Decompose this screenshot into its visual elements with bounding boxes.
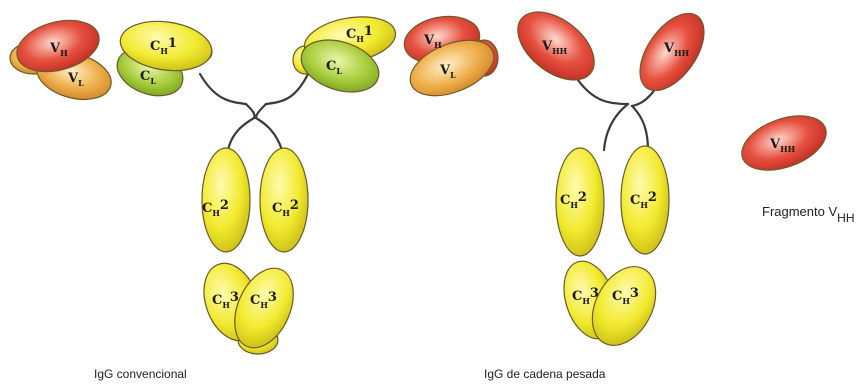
igg-right-ch2-domain bbox=[260, 148, 308, 252]
igg-hinge-right-down bbox=[256, 118, 282, 150]
igg-hinge-left-arm bbox=[200, 74, 255, 118]
fragment-vhh-domain bbox=[734, 105, 833, 180]
igg-heavy-chain: VHH VHH CH2 CH2 CH3 CH3 IgG de cadena pe… bbox=[484, 0, 717, 381]
hcab-hinge-left-arm bbox=[578, 80, 628, 104]
igg-hinge-left-down bbox=[228, 118, 254, 150]
fragment-caption: Fragmento VHH bbox=[762, 204, 855, 225]
hcab-hinge-left-down bbox=[604, 104, 628, 150]
vhh-fragment: VHH Fragmento VHH bbox=[734, 105, 854, 225]
hcab-hinge-right-down bbox=[632, 106, 648, 150]
igg-heavy-chain-caption: IgG de cadena pesada bbox=[484, 367, 606, 381]
igg-conventional-caption: IgG convencional bbox=[94, 367, 187, 381]
igg-hinge-right-arm bbox=[256, 74, 308, 118]
igg-conventional: VH VL CH1 CL CH1 CL VH VL CH2 CH2 CH3 CH… bbox=[10, 10, 502, 381]
